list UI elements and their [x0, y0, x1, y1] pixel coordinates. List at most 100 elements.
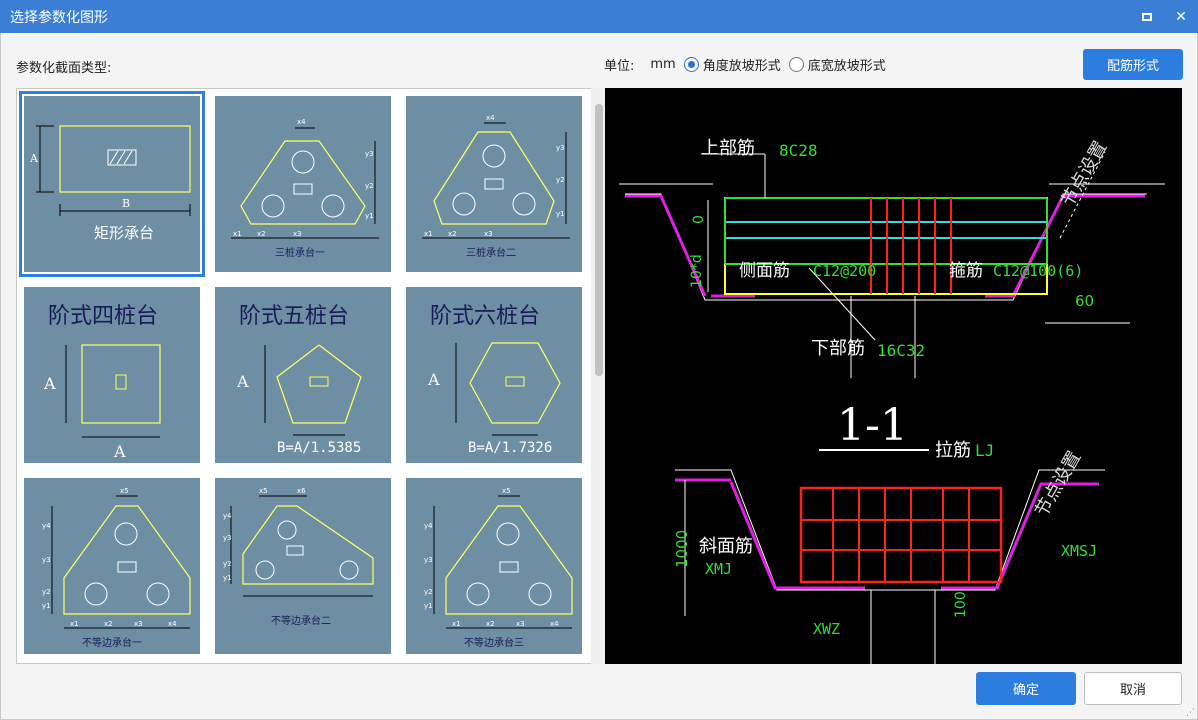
tile-unequal-cap-1[interactable]: x5 y4 y3 y2 y1 x1 x2 x3 x4 不等边承台一 — [24, 478, 200, 654]
dim-label: x4 — [168, 620, 177, 628]
dim-label: y1 — [365, 212, 374, 220]
value-xwz: XWZ — [813, 620, 840, 638]
dim-label: A — [427, 370, 440, 389]
tile-step-five-pile[interactable]: 阶式五桩台 A B=A/1.5385 — [215, 287, 391, 463]
shape-gallery: A B 矩形承台 x4 y3 y2 y1 x1 x2 x3 三桩承台一 — [16, 88, 605, 664]
ok-button[interactable]: 确定 — [976, 672, 1076, 705]
dim-label: y3 — [424, 556, 433, 564]
dim-label: y1 — [556, 210, 565, 218]
value-angle: 60 — [1075, 292, 1094, 310]
tile-caption: 阶式四桩台 — [48, 304, 158, 329]
tile-uneq3-drawing: x5 y4 y3 y2 y1 x1 x2 x3 x4 不等边承台三 — [424, 487, 573, 649]
dim-a: A — [29, 152, 39, 165]
tile-rect-drawing: A B 矩形承台 — [29, 125, 191, 242]
label-node-setting: 节点设置 — [1057, 138, 1111, 211]
unit-value: mm — [650, 57, 676, 72]
dim-label: x4 — [297, 118, 306, 126]
tile-unequal-cap-3[interactable]: x5 y4 y3 y2 y1 x1 x2 x3 x4 不等边承台三 — [406, 478, 582, 654]
dim-1000: 1000 — [673, 530, 691, 568]
tile-uneq1-drawing: x5 y4 y3 y2 y1 x1 x2 x3 x4 不等边承台一 — [42, 487, 191, 649]
radio-label: 角度放坡形式 — [702, 59, 781, 74]
maximize-button[interactable] — [1130, 0, 1164, 33]
maximize-icon — [1142, 12, 1152, 21]
preview-drawing: 上部筋 8C28 节点设置 侧面筋 C12@200 箍筋 C12@100(6) … — [619, 138, 1165, 664]
dim-label: x3 — [516, 620, 525, 628]
dim-label: y1 — [42, 602, 51, 610]
tile-caption: 三桩承台一 — [275, 246, 325, 259]
dim-label: y1 — [223, 574, 232, 582]
section-type-label: 参数化截面类型: — [16, 61, 112, 76]
tile-step-six-pile[interactable]: 阶式六桩台 A B=A/1.7326 — [406, 287, 582, 463]
value-slope-bar: XMJ — [705, 560, 732, 578]
tile-step-four-pile[interactable]: 阶式四桩台 A A — [24, 287, 200, 463]
value-top-bar: 8C28 — [779, 141, 818, 160]
gallery-scroll-thumb[interactable] — [595, 104, 603, 376]
dim-label: y3 — [556, 144, 565, 152]
unit-row: 单位: mm 角度放坡形式 底宽放坡形式 — [604, 55, 894, 74]
rebar-form-button[interactable]: 配筋形式 — [1083, 49, 1183, 80]
section-title: 1-1 — [837, 400, 908, 451]
dim-label: A — [113, 442, 126, 461]
tile-step4-drawing: 阶式四桩台 A A — [43, 304, 161, 461]
tile-caption: 矩形承台 — [94, 224, 154, 242]
label-side-bar: 侧面筋 — [739, 261, 790, 281]
radio-label: 底宽放坡形式 — [807, 59, 886, 74]
formula: B=A/1.7326 — [468, 440, 552, 456]
unit-label: 单位: — [604, 59, 635, 74]
dim-label: x4 — [486, 114, 495, 122]
rebar-preview: 上部筋 8C28 节点设置 侧面筋 C12@200 箍筋 C12@100(6) … — [605, 88, 1182, 664]
cancel-button[interactable]: 取消 — [1084, 672, 1182, 705]
dim-label: y2 — [556, 176, 565, 184]
tile-caption: 阶式五桩台 — [239, 304, 349, 329]
formula: B=A/1.5385 — [277, 440, 361, 456]
tile-caption: 不等边承台三 — [464, 636, 524, 649]
dim-label: y2 — [424, 588, 433, 596]
value-xmsj: XMSJ — [1061, 542, 1097, 560]
dim-label: x5 — [259, 487, 268, 495]
tile-tri2-drawing: x4 y3 y2 y1 x1 x2 x3 三桩承台二 — [422, 114, 570, 259]
dim-label: x2 — [448, 230, 457, 238]
label-top-bar: 上部筋 — [701, 138, 755, 159]
label-tie-bar: 拉筋 — [935, 440, 971, 461]
dim-label: x6 — [297, 487, 306, 495]
radio-angle-slope[interactable]: 角度放坡形式 — [683, 55, 781, 74]
dim-label: y2 — [223, 560, 232, 568]
tile-caption: 不等边承台一 — [82, 636, 142, 649]
dim-label: A — [43, 374, 56, 393]
dim-zero: 0 — [691, 215, 707, 224]
dim-label: y4 — [42, 522, 51, 530]
radio-indicator[interactable] — [788, 57, 804, 72]
dim-label: y2 — [42, 588, 51, 596]
resize-grip-icon[interactable]: ⋰ — [1186, 708, 1195, 718]
dim-100: 100 — [953, 591, 969, 618]
tile-step6-drawing: 阶式六桩台 A B=A/1.7326 — [427, 304, 561, 456]
value-tie-bar: LJ — [975, 441, 994, 460]
value-side-bar: C12@200 — [813, 262, 876, 280]
dim-label: x3 — [484, 230, 493, 238]
dim-label: y1 — [424, 602, 433, 610]
label-bottom-bar: 下部筋 — [811, 338, 865, 359]
value-stirrup: C12@100(6) — [993, 262, 1083, 280]
value-bottom-bar: 16C32 — [877, 341, 925, 360]
dim-label: y4 — [424, 522, 433, 530]
tile-three-pile-cap-2[interactable]: x4 y3 y2 y1 x1 x2 x3 三桩承台二 — [406, 96, 582, 272]
dim-b: B — [122, 197, 130, 210]
close-button[interactable]: ✕ — [1164, 0, 1198, 33]
tile-rect-cap[interactable]: A B 矩形承台 — [19, 91, 205, 277]
tile-tri1-drawing: x4 y3 y2 y1 x1 x2 x3 三桩承台一 — [231, 118, 379, 259]
dim-label: A — [236, 372, 249, 391]
tile-three-pile-cap-1[interactable]: x4 y3 y2 y1 x1 x2 x3 三桩承台一 — [215, 96, 391, 272]
dim-label: y4 — [223, 512, 232, 520]
tile-caption: 阶式六桩台 — [430, 304, 540, 329]
label-stirrup: 箍筋 — [949, 261, 983, 281]
dim-label: y2 — [365, 182, 374, 190]
dim-label: x1 — [233, 230, 242, 238]
tile-unequal-cap-2[interactable]: x5 x6 y4 y3 y2 y1 不等边承台二 — [215, 478, 391, 654]
dim-label: x1 — [70, 620, 79, 628]
dim-label: x1 — [452, 620, 461, 628]
dim-label: y3 — [223, 534, 232, 542]
tile-caption: 三桩承台二 — [466, 246, 516, 259]
radio-indicator[interactable] — [683, 57, 699, 72]
tile-uneq2-drawing: x5 x6 y4 y3 y2 y1 不等边承台二 — [223, 487, 374, 627]
radio-width-slope[interactable]: 底宽放坡形式 — [788, 55, 886, 74]
